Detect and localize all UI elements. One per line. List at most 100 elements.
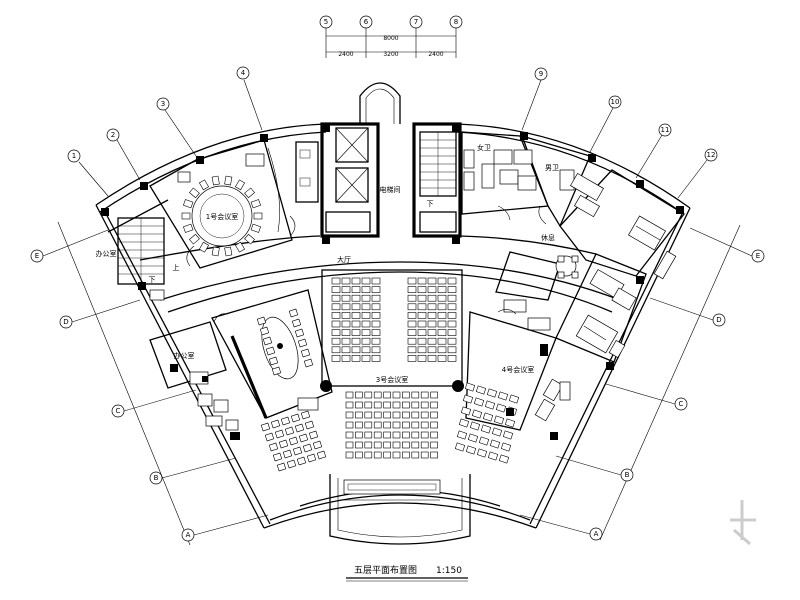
classroom-seat: [308, 430, 319, 440]
auditorium-seat: [351, 312, 361, 319]
grid-right-A: A: [594, 530, 599, 538]
classroom-seat: [355, 401, 363, 409]
auditorium-seat: [371, 286, 381, 293]
right-suite: 休息: [495, 169, 685, 363]
auditorium-seat: [447, 303, 457, 311]
auditorium-seat: [371, 346, 381, 354]
auditorium-seat: [447, 355, 457, 362]
auditorium-seat: [437, 337, 447, 345]
classroom-seat: [290, 413, 301, 423]
auditorium-seat: [341, 303, 351, 311]
auditorium-seat: [351, 294, 361, 302]
core-stair: [419, 131, 457, 197]
board-chair: [268, 356, 279, 366]
stair-down-label: 下: [427, 200, 434, 208]
classroom-seat: [306, 453, 317, 463]
drawing-scale-text: 1:150: [436, 566, 462, 576]
auditorium-seat: [331, 346, 341, 354]
classroom-seat: [298, 433, 309, 443]
classroom-seat: [430, 391, 438, 399]
classroom-seat: [420, 431, 429, 439]
classroom-seat: [420, 441, 429, 449]
auditorium-seat: [351, 320, 361, 328]
auditorium-seat: [417, 277, 427, 285]
left-stair-up: 上: [173, 263, 180, 272]
classroom-seat: [420, 391, 429, 399]
auditorium-seat: [417, 337, 427, 345]
grid-left-E: E: [35, 252, 39, 260]
auditorium-seat: [417, 355, 427, 362]
auditorium-seat: [361, 355, 371, 362]
classroom-seat: [430, 441, 438, 449]
classroom-seat: [300, 410, 311, 420]
board-chair: [265, 346, 276, 356]
classroom-seat: [508, 394, 520, 404]
round-table-chair: [183, 199, 194, 209]
classroom-seat: [469, 421, 481, 431]
classroom-seat: [373, 421, 382, 429]
round-table-chair: [224, 246, 233, 257]
auditorium-seat: [407, 337, 417, 345]
grid-6: 6: [364, 18, 369, 26]
auditorium-seat: [447, 312, 457, 319]
classroom-seat: [411, 431, 420, 439]
drawing-title: 五层平面布置图 1:150: [346, 564, 468, 582]
center-bottom-seats: [345, 391, 438, 459]
auditorium-seat: [407, 312, 417, 319]
classroom-seat: [345, 411, 354, 419]
auditorium-seat: [361, 346, 371, 354]
auditorium-seat: [331, 329, 341, 336]
auditorium-seat: [417, 286, 427, 293]
classroom-seat: [402, 411, 410, 419]
auditorium-seat: [427, 355, 437, 362]
classroom-seat: [383, 391, 391, 399]
grid-right-C: C: [679, 400, 684, 408]
classroom-seat: [316, 450, 327, 460]
classroom-seat: [278, 439, 289, 449]
dim-top-seg-2: 3200: [383, 51, 398, 58]
classroom-seat: [355, 421, 363, 429]
classroom-seat: [312, 440, 323, 450]
grid-left-D: D: [63, 318, 68, 326]
grid-12: 12: [707, 151, 716, 159]
auditorium-seat: [437, 346, 447, 354]
classroom-seat: [364, 451, 373, 459]
classroom-seat: [430, 431, 438, 439]
left-stair-down: 下: [149, 276, 156, 284]
classroom-seat: [475, 385, 487, 395]
classroom-seat: [411, 401, 420, 409]
auditorium-seat: [361, 312, 371, 319]
auditorium-seat: [417, 294, 427, 302]
auditorium-seat: [417, 346, 427, 354]
left-lower-seats: [260, 410, 327, 472]
classroom-seat: [489, 439, 501, 449]
classroom-seat: [402, 401, 410, 409]
classroom-seat: [364, 431, 373, 439]
auditorium-seat: [437, 303, 447, 311]
board-chair: [262, 336, 273, 346]
auditorium-seat: [341, 337, 351, 345]
grid-3: 3: [161, 100, 165, 108]
classroom-seat: [268, 442, 279, 452]
center-meeting-room: 3号会议室 大厅: [321, 255, 463, 501]
classroom-seat: [264, 432, 275, 442]
auditorium-seat: [447, 286, 457, 293]
auditorium-seat: [407, 346, 417, 354]
auditorium-seat: [371, 355, 381, 362]
classroom-seat: [484, 400, 496, 410]
round-table-chair: [181, 212, 191, 220]
classroom-seat: [411, 391, 420, 399]
building-outline: [95, 82, 691, 545]
auditorium-seat: [361, 294, 371, 302]
classroom-seat: [430, 411, 438, 419]
round-table-chair: [234, 241, 246, 253]
room-label-wc-right: 男卫: [545, 164, 559, 172]
classroom-seat: [355, 391, 363, 399]
round-table-seats: [181, 175, 263, 257]
grid-9: 9: [539, 70, 543, 78]
round-table-chair: [183, 223, 194, 233]
auditorium-seat: [417, 303, 427, 311]
classroom-seat: [294, 423, 305, 433]
classroom-seat: [487, 451, 499, 461]
classroom-seat: [491, 427, 503, 437]
